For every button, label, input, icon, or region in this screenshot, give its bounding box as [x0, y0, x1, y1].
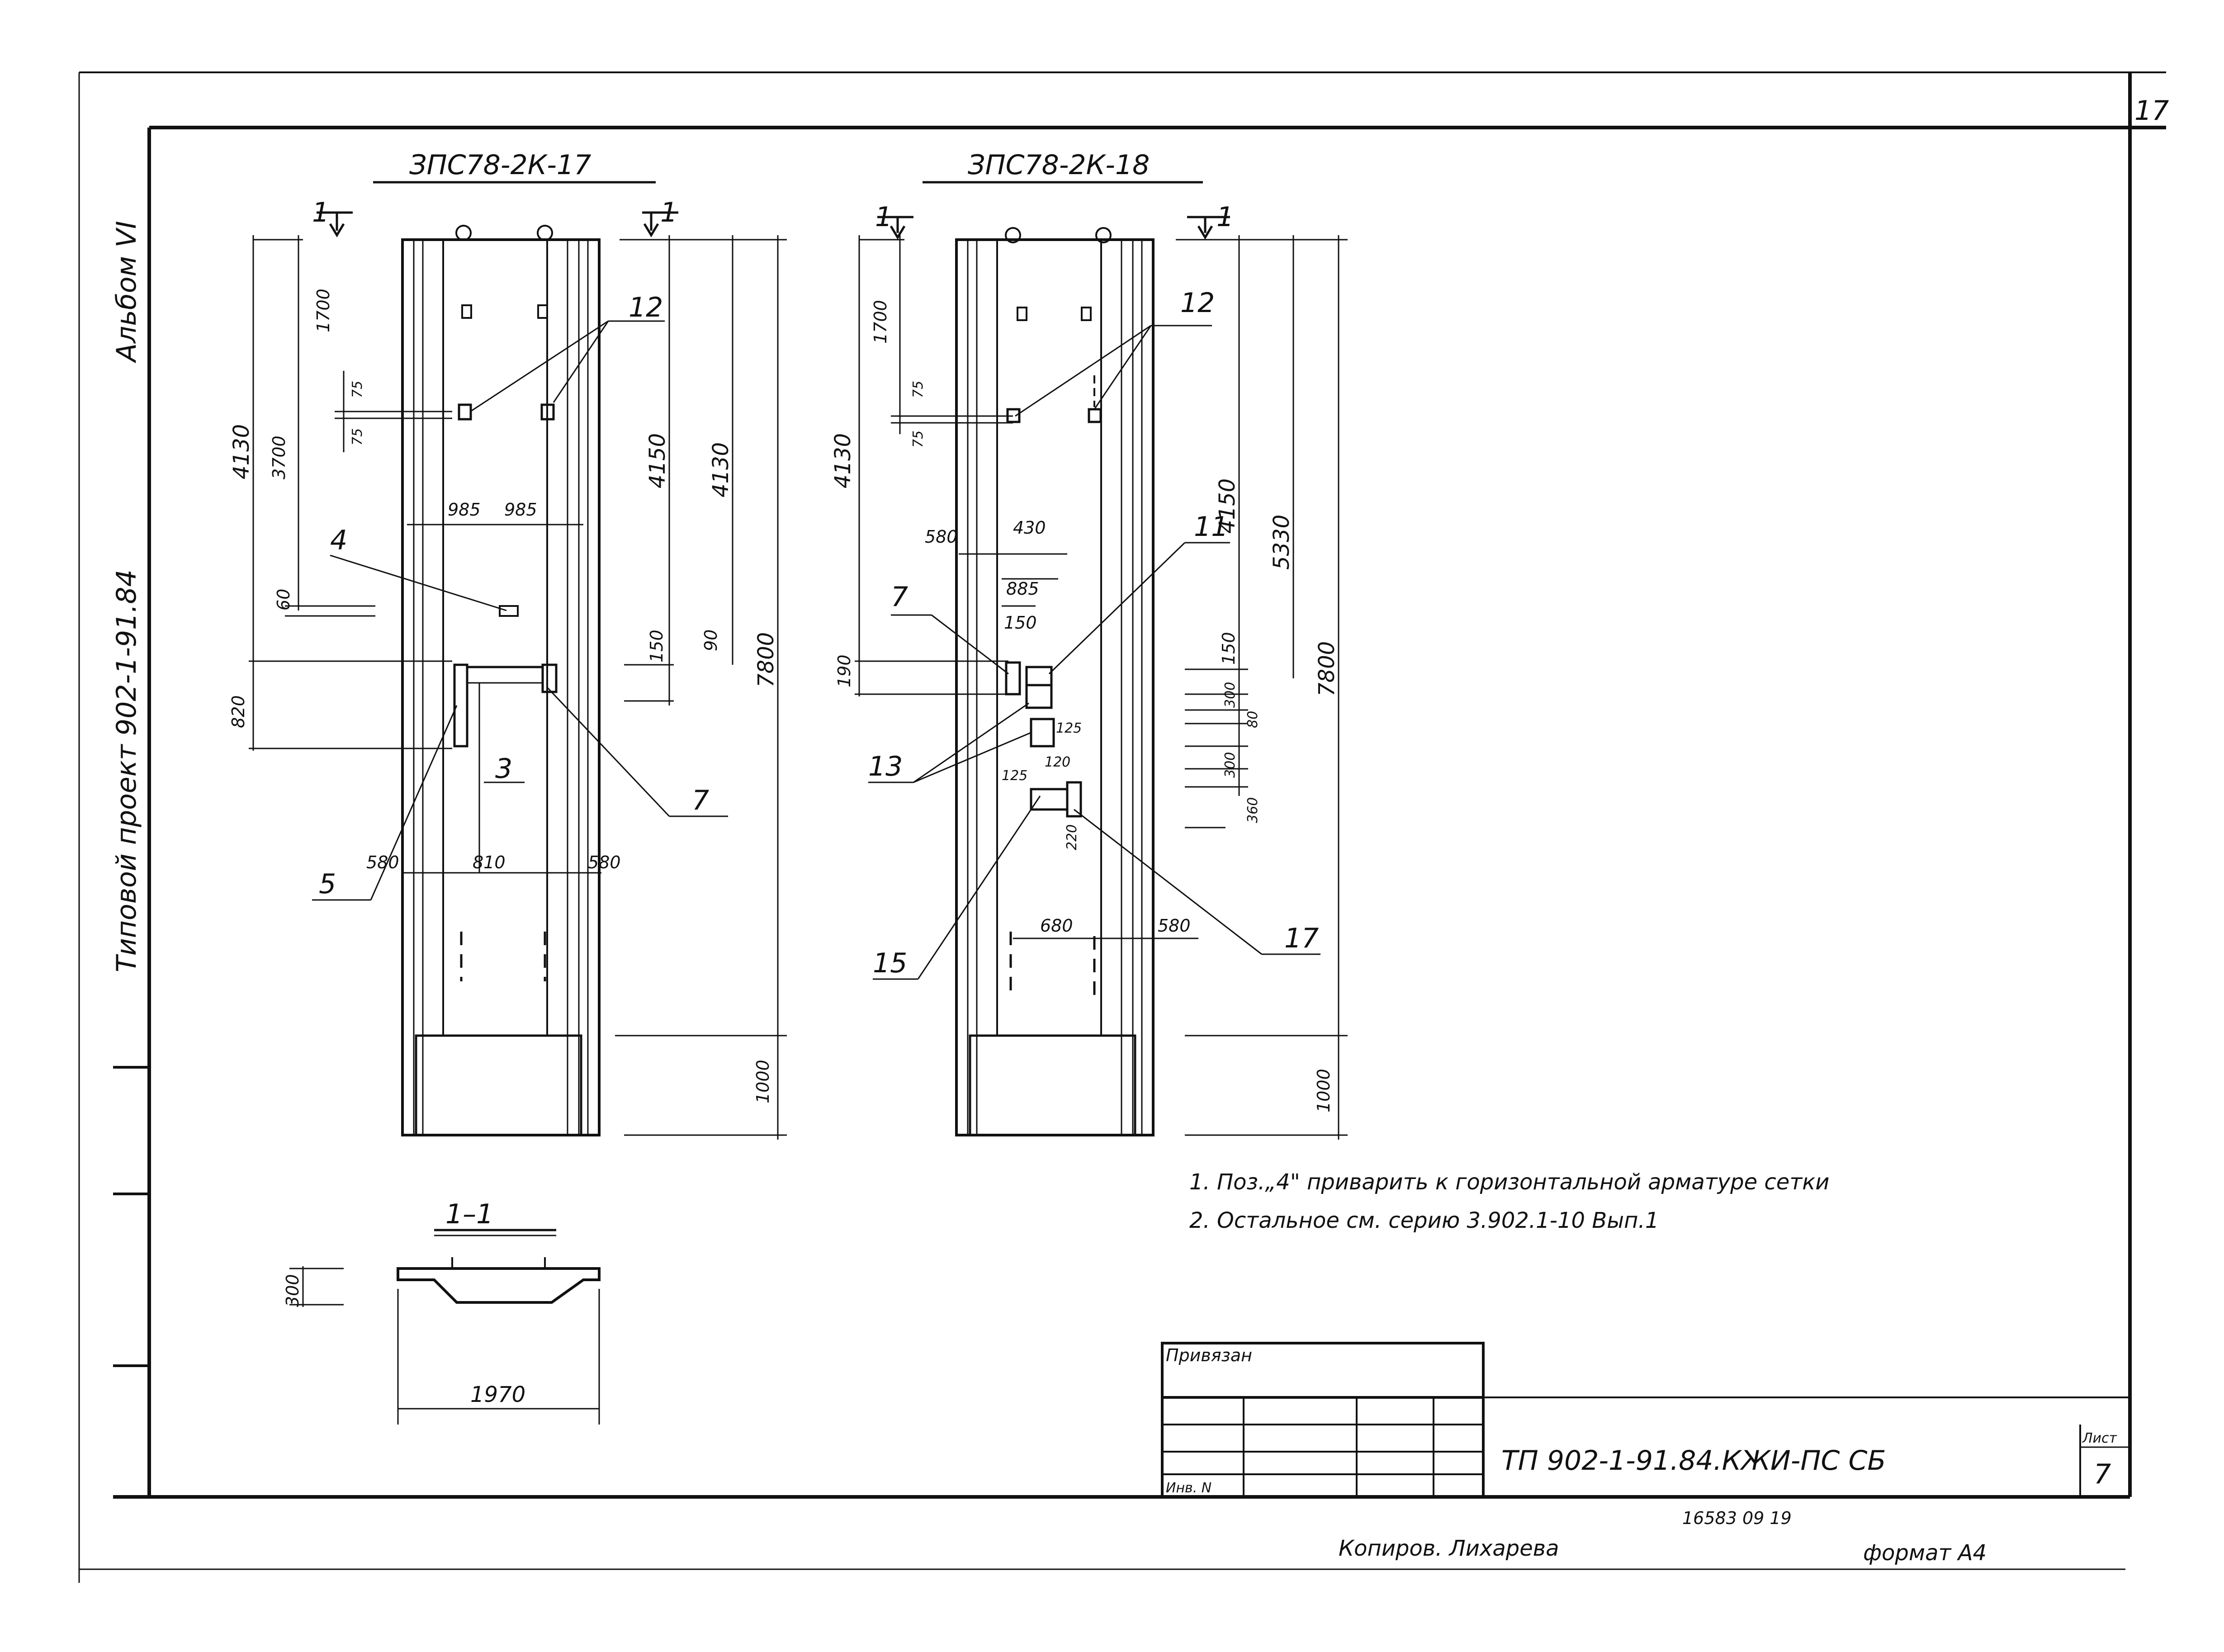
dim-left-75b: 75 [350, 428, 365, 445]
dim-left-820: 820 [228, 695, 248, 728]
panel-left: ЗПС78-2К-17 [228, 149, 787, 1140]
dim-right-150b: 150 [1219, 632, 1239, 665]
dim-right-1700: 1700 [871, 300, 890, 344]
dim-right-885: 885 [1006, 579, 1039, 599]
callout-left-5: 5 [319, 868, 336, 900]
section-1-1: 1–1 300 1970 [283, 1198, 601, 1425]
dim-left-810: 810 [473, 852, 506, 872]
dim-right-580: 580 [925, 527, 958, 547]
dim-left-1700: 1700 [313, 289, 333, 332]
dim-right-300a: 300 [1222, 682, 1238, 708]
dim-right-580b: 580 [1158, 916, 1191, 936]
dim-right-7800: 7800 [1314, 641, 1339, 696]
panel-right-title: ЗПС78-2К-18 [968, 149, 1150, 181]
dim-left-60: 60 [274, 589, 293, 611]
callout-left-7: 7 [692, 785, 709, 816]
dim-right-4130: 4130 [830, 433, 856, 488]
project-label: Типовой проект 902-1-91.84 [111, 569, 142, 972]
dim-left-90: 90 [701, 630, 721, 651]
sheet-frame [78, 71, 2166, 1583]
dim-left-4130: 4130 [229, 424, 254, 479]
dim-left-7800: 7800 [753, 632, 779, 687]
title-block-code: ТП 902-1-91.84.КЖИ-ПС СБ [1501, 1445, 1886, 1477]
callout-right-12: 12 [1180, 287, 1215, 319]
dim-left-580b: 580 [588, 852, 621, 872]
callout-left-12: 12 [629, 292, 663, 323]
dim-right-75b: 75 [910, 431, 926, 448]
archive-number: 16583 09 19 [1682, 1508, 1792, 1528]
section-dim-300: 300 [283, 1274, 303, 1307]
note-2: 2. Остальное см. серию 3.902.1-10 Вып.1 [1189, 1208, 1659, 1233]
callout-right-15: 15 [873, 947, 907, 979]
callout-right-11: 11 [1194, 511, 1228, 543]
dim-left-4130r: 4130 [708, 442, 733, 497]
title-block [1161, 1342, 2130, 1497]
dim-left-1000: 1000 [753, 1060, 773, 1103]
callout-right-13: 13 [868, 751, 903, 782]
dim-right-430: 430 [1013, 518, 1046, 538]
callout-right-7: 7 [891, 581, 908, 613]
footer-format: формат А4 [1863, 1540, 1987, 1566]
dim-left-75a: 75 [350, 381, 365, 398]
dim-left-580a: 580 [366, 852, 399, 872]
footer-copied: Копиров. Лихарева [1339, 1536, 1559, 1561]
section-mark-left-1: 1 [312, 197, 329, 228]
section-title: 1–1 [445, 1198, 493, 1230]
sheet-number-top: 17 [2134, 95, 2169, 127]
panel-left-title: ЗПС78-2К-17 [409, 149, 591, 181]
dim-right-120: 120 [1045, 754, 1070, 770]
callout-right-17: 17 [1284, 923, 1319, 954]
dim-right-1000: 1000 [1314, 1069, 1334, 1112]
dim-right-190: 190 [834, 654, 854, 687]
dim-left-985b: 985 [504, 500, 537, 520]
dim-right-80: 80 [1245, 711, 1261, 728]
title-block-list-label: Лист [2082, 1430, 2118, 1446]
dim-left-3700: 3700 [269, 435, 289, 479]
title-block-privyazan: Привязан [1166, 1345, 1252, 1365]
section-mark-left-2: 1 [660, 197, 677, 228]
dim-right-220: 220 [1064, 824, 1080, 850]
dim-right-360: 360 [1245, 797, 1261, 823]
title-block-inv: Инв. N [1166, 1480, 1211, 1496]
notes: 1. Поз.„4" приварить к горизонтальной ар… [1189, 1169, 1829, 1233]
section-dim-1970: 1970 [470, 1382, 525, 1407]
dim-right-300b: 300 [1222, 752, 1238, 778]
section-mark-right-1: 1 [875, 201, 892, 233]
dim-right-4150: 4150 [1215, 478, 1240, 534]
dim-right-75a: 75 [910, 381, 926, 398]
dim-right-125b: 125 [1002, 768, 1027, 784]
dim-left-4150: 4150 [645, 433, 670, 488]
callout-left-3: 3 [495, 753, 512, 785]
album-label: Альбом VI [111, 221, 142, 364]
dim-right-5330: 5330 [1269, 515, 1294, 570]
title-block-list-number: 7 [2094, 1458, 2111, 1490]
section-mark-right-2: 1 [1216, 201, 1234, 233]
note-1: 1. Поз.„4" приварить к горизонтальной ар… [1189, 1169, 1829, 1195]
dim-right-125a: 125 [1056, 720, 1082, 736]
dim-left-985a: 985 [448, 500, 481, 520]
panel-right: ЗПС78-2К-18 [830, 149, 1348, 1140]
dim-right-680: 680 [1040, 916, 1073, 936]
callout-left-4: 4 [330, 525, 347, 556]
dim-right-150a: 150 [1004, 613, 1037, 633]
dim-left-150: 150 [647, 630, 667, 663]
